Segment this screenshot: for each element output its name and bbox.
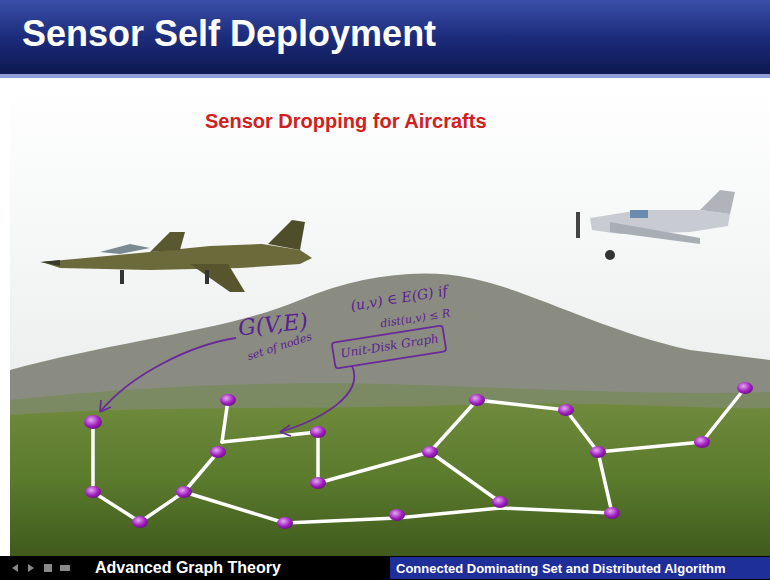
mountain [10, 274, 770, 557]
footer-panel [390, 557, 770, 579]
title-rule [0, 74, 770, 78]
slide-subtitle: Sensor Dropping for Aircrafts [205, 110, 487, 133]
footer-topic: Connected Dominating Set and Distributed… [396, 561, 726, 576]
jet-fighter [40, 220, 312, 292]
title-bar [0, 0, 770, 74]
footer-course: Advanced Graph Theory [95, 559, 281, 577]
slide-title: Sensor Self Deployment [22, 12, 436, 56]
grass [10, 404, 770, 557]
propeller-aircraft [576, 190, 735, 260]
hills [10, 383, 770, 557]
sky [10, 82, 770, 557]
footer-bar [0, 556, 770, 580]
footer-icons [12, 564, 70, 572]
annotation-arrows [100, 325, 446, 436]
sensor-links [93, 388, 745, 523]
sensor-nodes [84, 382, 753, 529]
